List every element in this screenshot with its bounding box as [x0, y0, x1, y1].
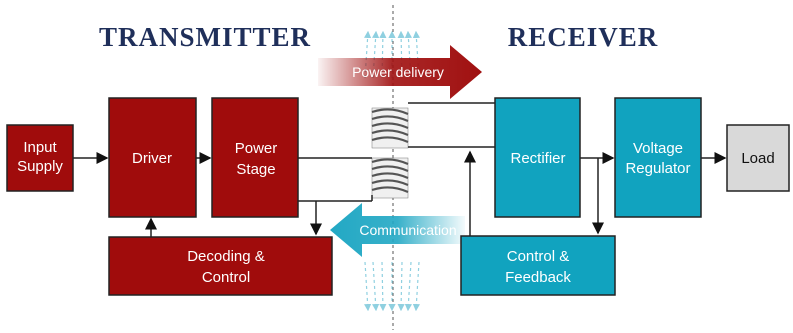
load-label: Load: [741, 150, 774, 167]
connectors: [73, 102, 727, 237]
communication-arrow: Communication: [330, 203, 465, 257]
decoding-control-label-1: Decoding &: [187, 248, 265, 265]
input-supply-label-2: Supply: [17, 158, 63, 175]
rectifier-label: Rectifier: [510, 150, 565, 167]
driver-block: Driver: [108, 97, 197, 218]
voltage-regulator-label-1: Voltage: [633, 140, 683, 157]
power-delivery-arrow: Power delivery: [318, 45, 482, 99]
receiver-coil: [371, 157, 409, 199]
transmitter-title: TRANSMITTER: [99, 22, 311, 52]
receiver-title: RECEIVER: [508, 22, 659, 52]
voltage-regulator-label-2: Regulator: [625, 160, 690, 177]
load-block: Load: [726, 124, 790, 192]
voltage-regulator-block: Voltage Regulator: [614, 97, 702, 218]
decoding-control-block: Decoding & Control: [108, 236, 333, 296]
power-delivery-label: Power delivery: [352, 64, 444, 80]
decoding-control-label-2: Control: [202, 269, 250, 286]
input-supply-label-1: Input: [23, 139, 57, 156]
power-stage-label-1: Power: [235, 140, 278, 157]
power-stage-label-2: Stage: [236, 161, 275, 178]
input-supply-block: Input Supply: [6, 124, 74, 192]
power-stage-block: Power Stage: [211, 97, 299, 218]
driver-label: Driver: [132, 150, 172, 167]
communication-label: Communication: [359, 222, 456, 238]
rectifier-block: Rectifier: [494, 97, 581, 218]
transmitter-coil: [371, 107, 409, 149]
control-feedback-label-1: Control &: [507, 248, 570, 265]
control-feedback-block: Control & Feedback: [460, 235, 616, 296]
control-feedback-label-2: Feedback: [505, 269, 571, 286]
